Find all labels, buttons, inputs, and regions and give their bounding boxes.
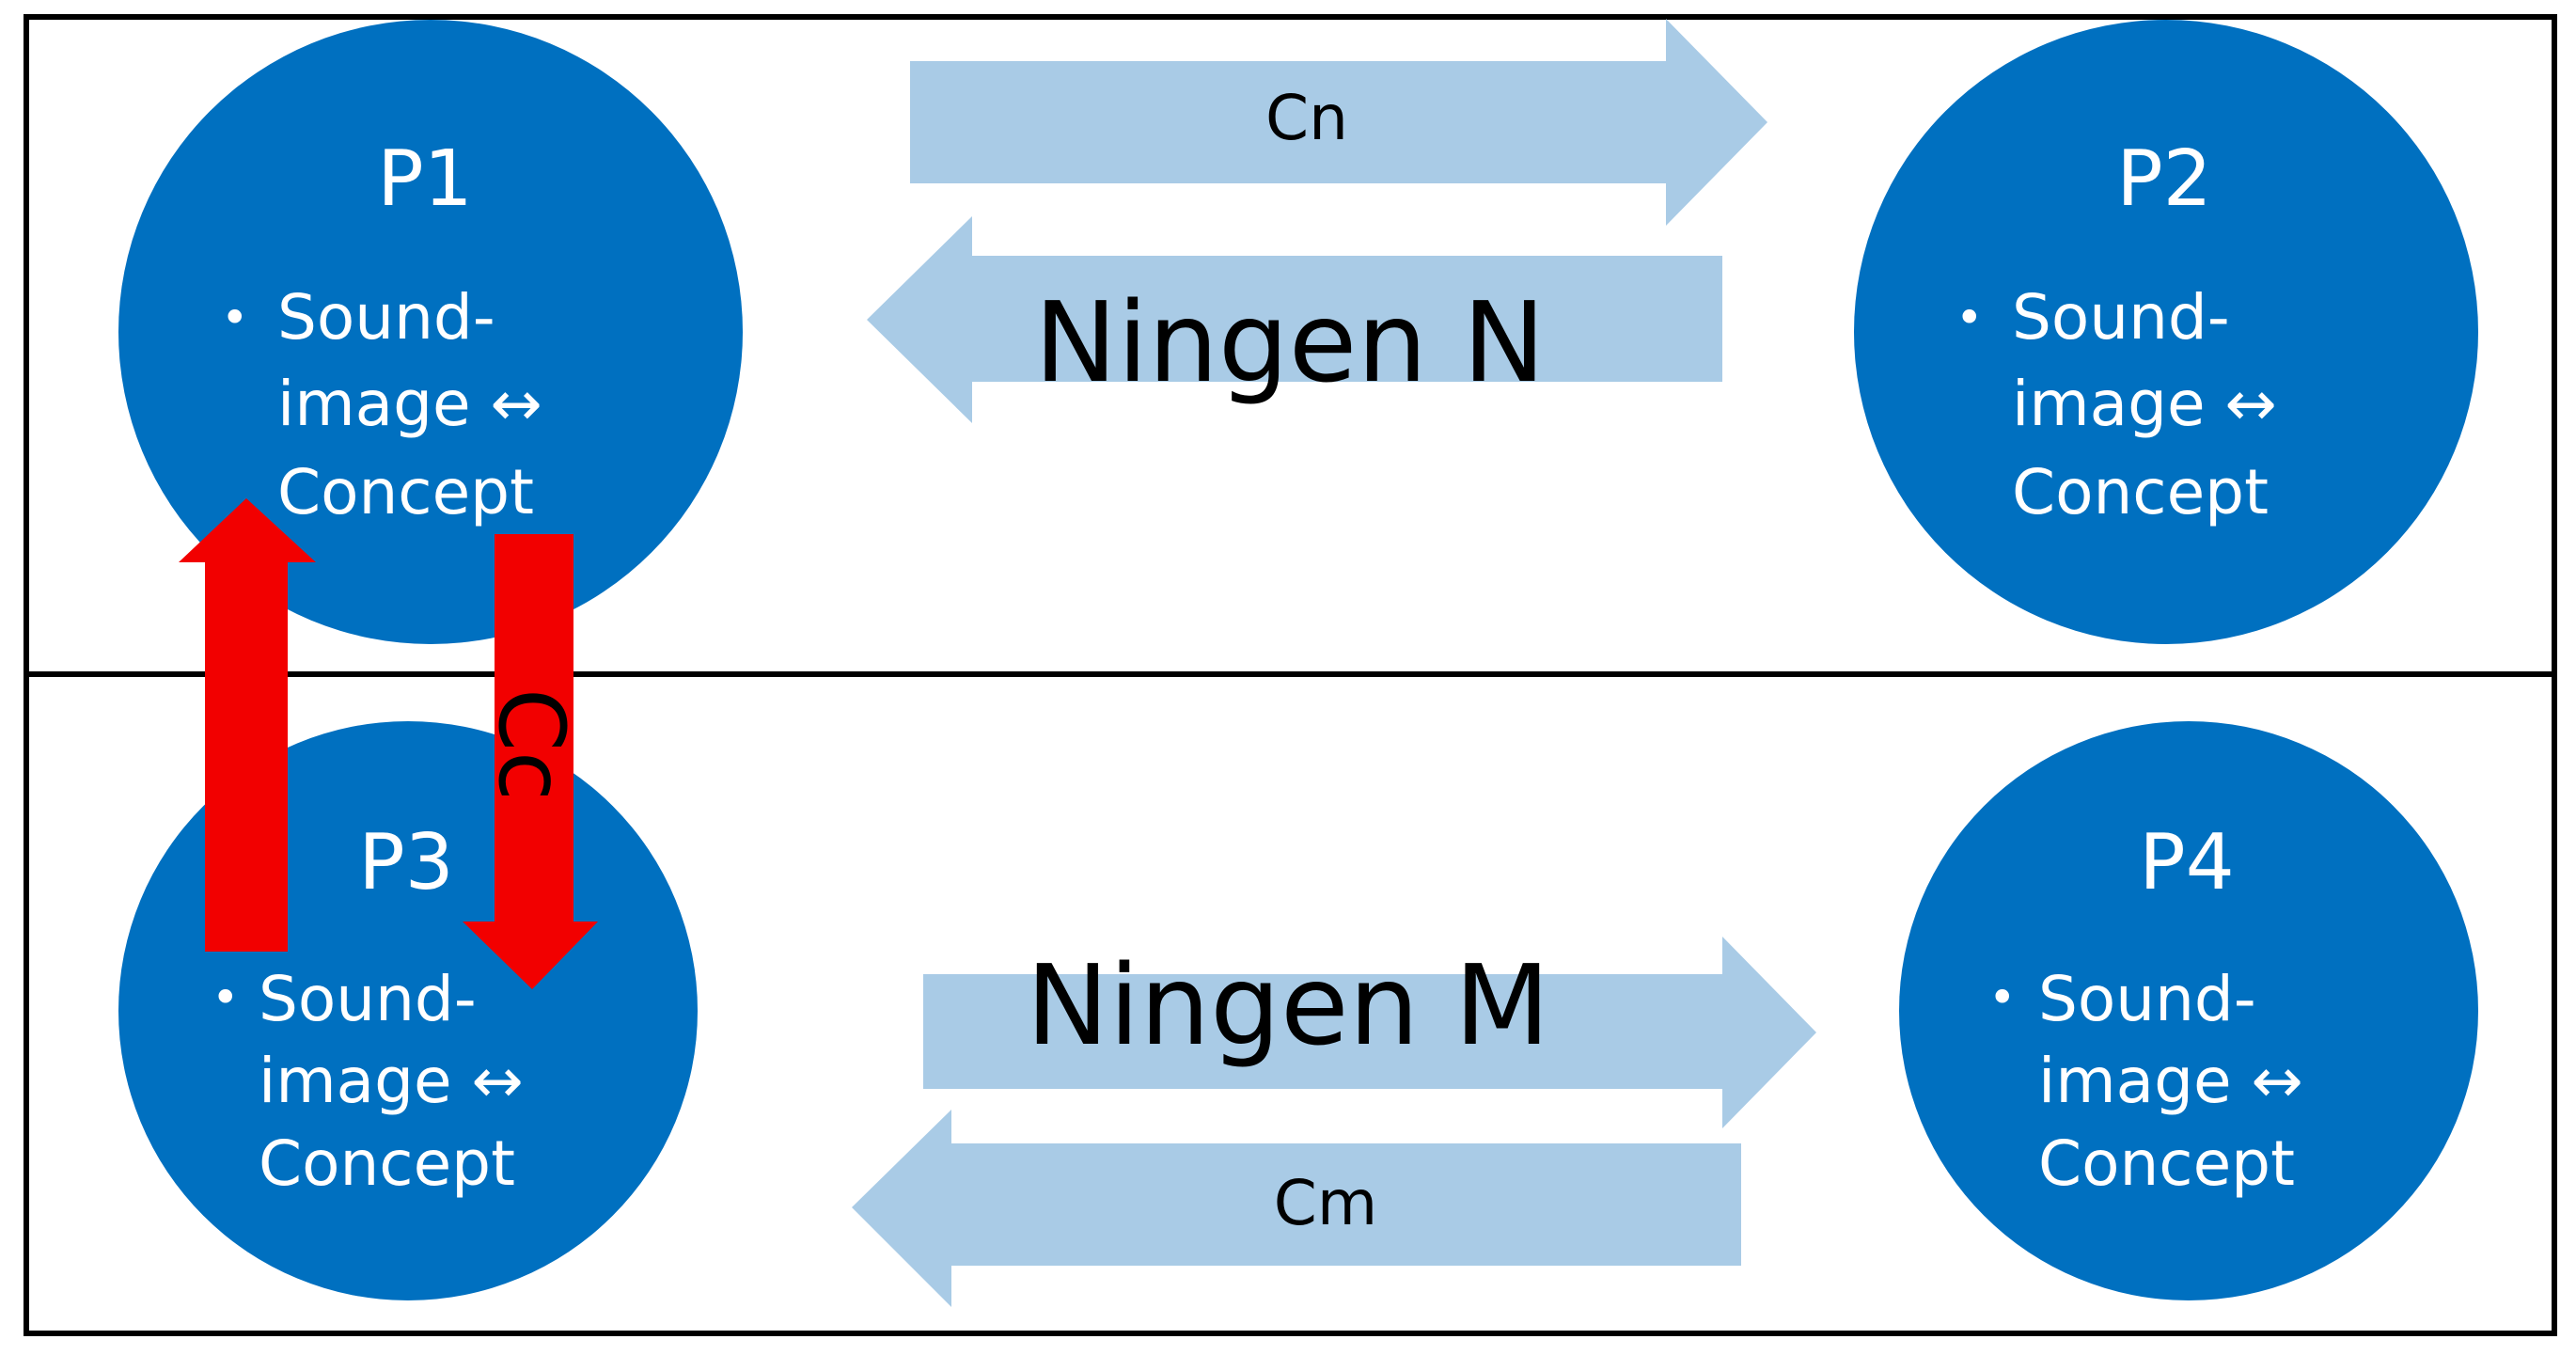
node-p2-line-2: image ↔: [2012, 368, 2277, 440]
bottom-panel-frame: [24, 671, 2557, 1336]
node-p1-title: P1: [377, 134, 473, 224]
arrow-p2-to-p1: [867, 216, 1722, 423]
node-p1-bullet: •: [221, 291, 249, 345]
node-p4-line-3: Concept: [2038, 1127, 2295, 1200]
node-p1-line-1: Sound-: [277, 281, 495, 354]
node-p1-circle: [118, 20, 743, 644]
node-p2-circle: [1854, 20, 2478, 644]
red-arrow-p3-to-p1: [179, 498, 316, 952]
cross-link-cc-label: Cc: [479, 688, 584, 801]
node-p3-title: P3: [358, 818, 454, 907]
node-p3-bullet: •: [212, 970, 240, 1025]
arrow-p3-to-p4: [923, 937, 1816, 1128]
node-p2: P2 • Sound- image ↔ Concept: [1854, 20, 2478, 644]
node-p2-line-3: Concept: [2012, 456, 2269, 528]
arrow-cn-label: Cn: [1265, 82, 1348, 154]
node-p1: P1 • Sound- image ↔ Concept: [118, 20, 743, 644]
node-p2-bullet: •: [1956, 291, 1984, 345]
arrow-p4-to-p3: [852, 1110, 1741, 1307]
node-p4-line-2: image ↔: [2038, 1045, 2303, 1117]
node-p2-line-1: Sound-: [2012, 281, 2230, 354]
node-p4: P4 • Sound- image ↔ Concept: [1899, 721, 2478, 1300]
node-p3-line-2: image ↔: [259, 1045, 524, 1117]
node-p4-line-1: Sound-: [2038, 963, 2256, 1035]
ningen-m-label: Ningen M: [1026, 940, 1549, 1070]
arrow-p1-to-p2: [910, 19, 1767, 226]
node-p2-title: P2: [2116, 134, 2212, 224]
node-p4-title: P4: [2139, 818, 2235, 907]
node-p1-line-2: image ↔: [277, 368, 542, 440]
node-p4-circle: [1899, 721, 2478, 1300]
node-p4-bullet: •: [1988, 970, 2017, 1025]
ningen-n-label: Ningen N: [1034, 277, 1546, 407]
node-p3-line-1: Sound-: [259, 963, 477, 1035]
node-p1-line-3: Concept: [277, 456, 534, 528]
node-p3-line-3: Concept: [259, 1127, 515, 1200]
arrow-cm-label: Cm: [1274, 1167, 1377, 1239]
red-arrow-p1-to-p3: [463, 534, 598, 989]
